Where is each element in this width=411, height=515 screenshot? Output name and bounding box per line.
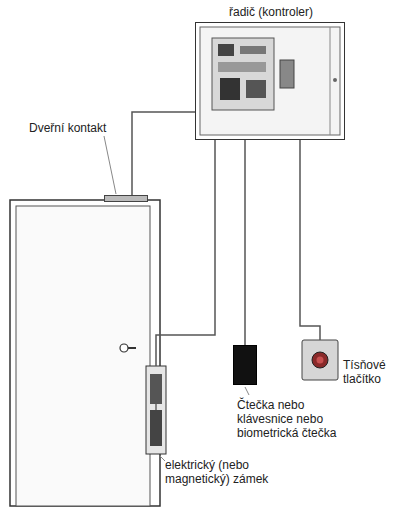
part-label: Dveřní kontakt — [29, 121, 129, 135]
card-reader: Čtečka nebo klávesnice nebo biometrická … — [233, 345, 257, 385]
exit-button — [302, 340, 338, 380]
controller-board — [200, 27, 340, 135]
wire — [156, 140, 215, 366]
part-label: řadič (kontroler) — [196, 5, 346, 19]
door-contact: Dveřní kontakt — [104, 195, 148, 202]
wire — [132, 112, 195, 195]
leader-line — [160, 456, 165, 461]
lock-hardware — [146, 366, 166, 454]
wire — [300, 140, 320, 340]
part-label: Tísňové tlačítko — [343, 358, 405, 386]
part-label: Čtečka nebo klávesnice nebo biometrická … — [237, 398, 345, 440]
door — [10, 200, 160, 506]
exit-button: Tísňové tlačítko — [302, 340, 338, 380]
controller-box: řadič (kontroler) — [195, 22, 345, 140]
part-label: elektrický (nebo magnetický) zámek — [165, 458, 277, 486]
leader-line — [104, 136, 116, 194]
wire — [244, 140, 246, 345]
leader-line — [245, 387, 249, 395]
electric-lock: elektrický (nebo magnetický) zámek — [146, 366, 166, 454]
